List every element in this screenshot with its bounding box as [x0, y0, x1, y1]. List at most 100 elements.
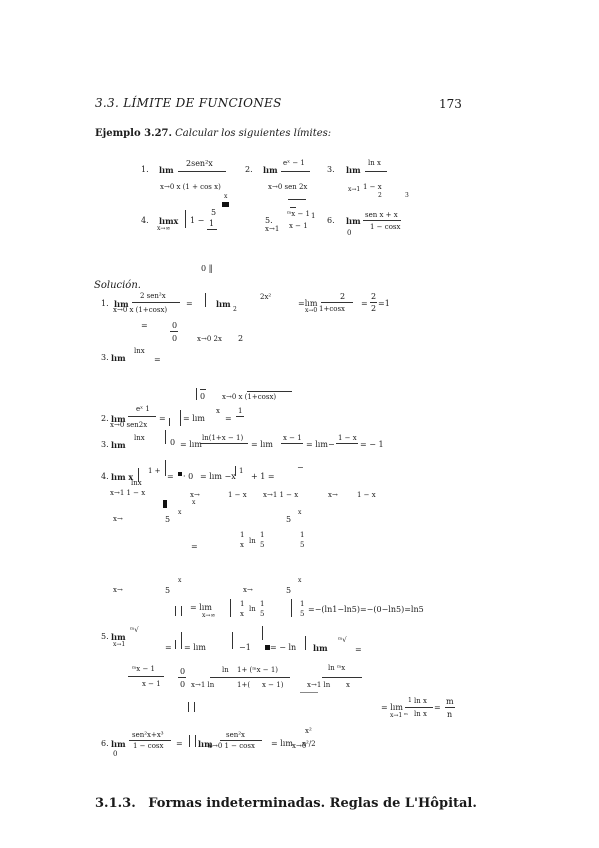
ex1-denominator: x→0 x (1 + cos x) — [160, 183, 221, 191]
sol4-dash: − — [297, 463, 304, 472]
sol1-numerator: 2 sen²x — [140, 292, 166, 300]
sol6-c: = — [176, 739, 183, 748]
ex5-den: x − 1 — [289, 222, 308, 230]
sol5res-b: 1 — [408, 697, 412, 704]
sol4b-f: x — [298, 577, 302, 584]
sol4b-h: x→∞ — [202, 612, 216, 619]
sol1-ind-two: 2 — [238, 334, 244, 343]
sol4-bracket-1 — [138, 468, 139, 482]
sol4b-e: 5 — [286, 586, 292, 595]
section-title: Formas indeterminadas. Reglas de L'Hôpit… — [148, 796, 477, 811]
sol3a-lim-sub: x→0 x (1+cosx) — [222, 393, 277, 401]
example-text: Calcular los siguientes límites: — [175, 128, 332, 139]
ex3-numerator: ln x — [368, 159, 381, 167]
sol5res-g: m — [446, 697, 454, 706]
sol4b-j: x — [240, 610, 244, 618]
ex5-mid: ᵐx − 1 — [287, 210, 311, 218]
sol5-bar-2 — [178, 677, 186, 678]
sol5-k: 0 — [180, 680, 186, 689]
sol5-c: = lım — [184, 643, 206, 652]
ex3-den-sub: 2 — [378, 192, 382, 199]
sol1-frac3-bar — [321, 302, 353, 303]
sol1-frac3-num: 2 — [340, 292, 346, 301]
ex5-number: 5. — [265, 216, 273, 225]
sol5-bar-5 — [300, 692, 318, 693]
sol4-row3b: 5 — [165, 515, 171, 524]
sol4-row2c: x→1 1 − x — [263, 491, 299, 499]
sol2-one: 1 — [238, 407, 243, 415]
sol6-sub2: x→0 1 − cosx — [208, 742, 255, 750]
solution-label: Solución. — [94, 280, 141, 291]
ex4-number: 4. — [141, 216, 149, 225]
ex3-denominator: 1 − x — [363, 183, 382, 191]
sol4-row4d: ln — [249, 537, 256, 545]
sol5-bracket-7 — [194, 702, 195, 712]
sol5-j: 0 — [180, 667, 186, 676]
sol3-mid2: = lım− — [306, 440, 335, 449]
sol4-row2d: x→ — [328, 491, 338, 499]
sol5res-a: = lım — [381, 703, 403, 712]
sol4b-k: ln — [249, 605, 256, 613]
sol3a-numerator: lnx — [134, 347, 145, 355]
sol2-numerator: eˣ 1 — [136, 405, 150, 413]
sol4b-m: 5 — [260, 610, 265, 618]
sol1-bracket — [205, 293, 206, 307]
sol1-eq: = — [186, 299, 193, 308]
ex1-fraction-bar — [178, 171, 226, 172]
ex2-lim: lım — [263, 165, 278, 175]
sol5-bracket-5 — [305, 636, 306, 650]
sol3-lim: lım — [111, 440, 126, 450]
sol1-ind-num: 0 — [172, 321, 178, 330]
sol3a-zero-bar — [200, 389, 206, 390]
sol4-lim: lım x — [111, 472, 134, 482]
sol2-bracket-2 — [180, 410, 181, 426]
ex1-number: 1. — [141, 165, 149, 174]
sol6-bracket-1 — [189, 735, 190, 747]
sol4b-tail: =−(ln1−ln5)=−(0−ln5)=ln5 — [308, 605, 424, 614]
ex3-sub: x→1 — [348, 186, 361, 193]
sol1-ind-den: 0 — [172, 334, 178, 343]
sol2-lim: lım — [111, 414, 126, 424]
ex4-frac-den: 1 — [209, 219, 215, 228]
running-header: 3.3. LÍMITE DE FUNCIONES — [95, 96, 282, 110]
sol4-b: = lım −x — [200, 472, 236, 481]
sol4-row4b: 1 — [240, 531, 245, 539]
sol5res-bar — [405, 707, 433, 708]
sol4b-bracket-4 — [291, 599, 292, 617]
stray-mark: 0 ‖ — [201, 264, 213, 273]
sol5-f: lım — [313, 643, 328, 653]
sol3-frac2-bar — [281, 443, 303, 444]
section-number: 3.1.3. — [95, 796, 136, 811]
sol4b-b: 5 — [165, 586, 171, 595]
sol4b-o: 5 — [300, 610, 305, 618]
sol4-row3a: x→ — [113, 515, 123, 523]
sol5res-e: ln x — [414, 710, 427, 718]
sol4b-c: x — [178, 577, 182, 584]
sol4-row3e: x — [298, 509, 302, 516]
sol4b-i: 1 — [240, 600, 245, 608]
sol6-g: = lım — [271, 739, 293, 748]
sol4-row3c: x — [178, 509, 182, 516]
sol5-ink-mark — [265, 645, 270, 650]
sol5-b: = — [165, 643, 172, 652]
sol1-frac3-den: 1+cosx — [319, 305, 345, 313]
sol2-sub: x→0 sen2x — [110, 421, 148, 429]
sol5-m: 1+ (ᵐx − 1) — [237, 666, 279, 674]
sol4-d: + 1 = — [251, 472, 275, 481]
sol5-d: −1 — [239, 643, 251, 652]
sol5res-c: ln x — [414, 697, 427, 705]
ex2-denominator: x→0 sen 2x — [268, 183, 308, 191]
sol5res-d: x→1 ᵐ — [390, 712, 408, 719]
sol6-bar-2 — [220, 740, 262, 741]
ex5-overbar — [288, 199, 306, 200]
example-heading: Ejemplo 3.27. Calcular los siguientes lí… — [95, 128, 331, 139]
sol4-row4f: 5 — [260, 541, 265, 549]
sol1-res-den: 2 — [371, 304, 377, 313]
sol6-lim: lım — [111, 739, 126, 749]
sol3a-lim: lım — [111, 353, 126, 363]
sol5-lim: lım — [111, 632, 126, 642]
sol5-bracket-6 — [188, 702, 189, 712]
sol4b-bracket-1 — [175, 606, 176, 616]
sol4b-bracket-2 — [181, 606, 182, 616]
sol5-sub: x→1 — [113, 641, 126, 648]
